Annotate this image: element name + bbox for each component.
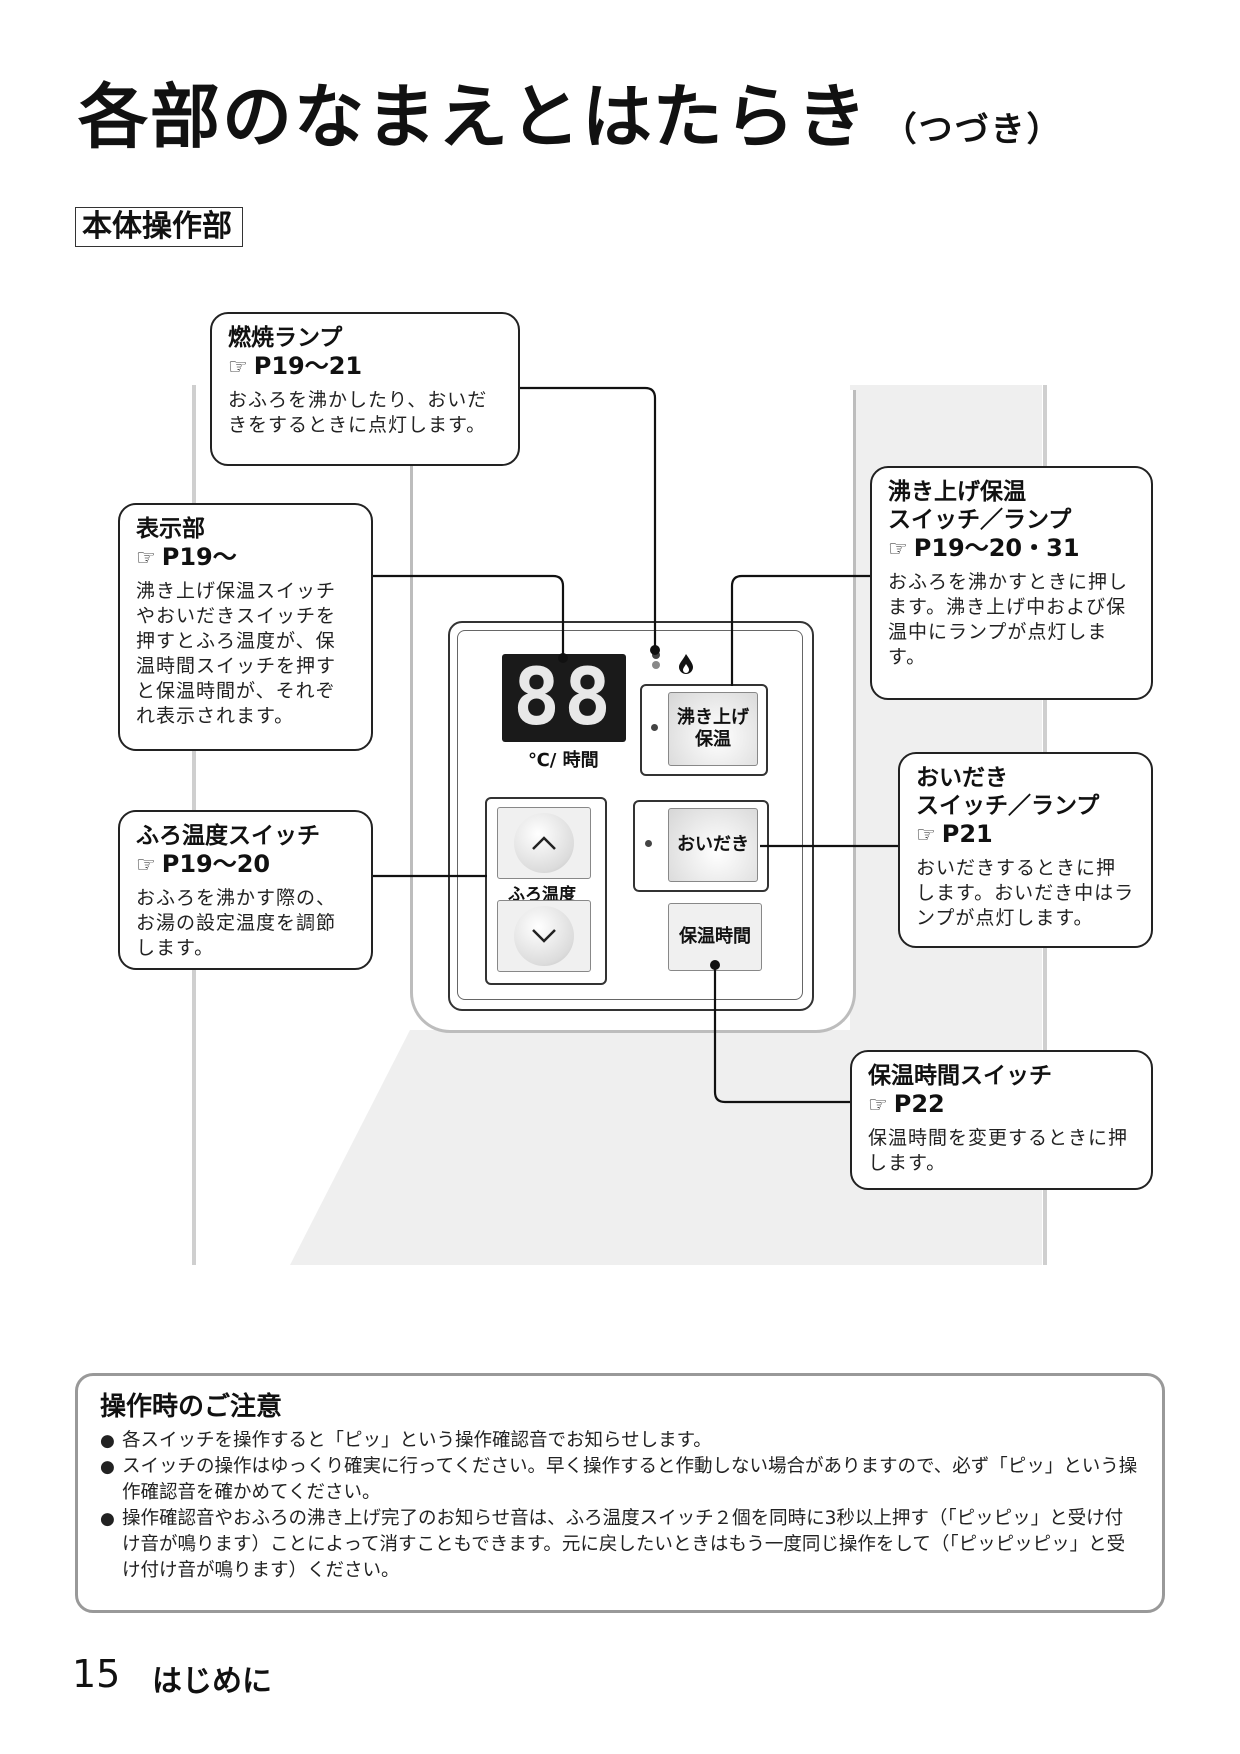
chevron-up-icon [514, 813, 574, 873]
oidaki-label: おいだき [677, 834, 749, 855]
page-reference-text: P19～21 [253, 352, 363, 380]
callout-title: おいだき スイッチ／ランプ [916, 765, 1100, 819]
page-reference-text: P19～20・31 [913, 534, 1080, 562]
callout-furo-temp: ふろ温度スイッチ ☞P19～20 おふろを沸かす際の、お湯の設定温度を調節します… [118, 810, 373, 970]
page-reference-text: P21 [941, 820, 993, 848]
callout-keep-time: 保温時間スイッチ ☞P22 保温時間を変更するときに押します。 [850, 1050, 1153, 1190]
section-label: 本体操作部 [75, 207, 243, 247]
boil-keep-button[interactable]: 沸き上げ 保温 [668, 692, 758, 766]
pointing-hand-icon: ☞ [916, 823, 936, 848]
note-item: 操作確認音やおふろの沸き上げ完了のお知らせ音は、ふろ温度スイッチ２個を同時に3秒… [100, 1506, 1140, 1584]
pointing-hand-icon: ☞ [888, 537, 908, 562]
page-reference-text: P22 [893, 1090, 945, 1118]
page-reference: ☞P19～21 [228, 352, 502, 382]
page-reference: ☞P19～20・31 [888, 534, 1135, 564]
notes-title: 操作時のご注意 [100, 1392, 283, 1422]
note-item: スイッチの操作はゆっくり確実に行ってください。早く操作すると作動しない場合があり… [100, 1454, 1140, 1506]
page-reference-text: P19～20 [161, 850, 271, 878]
burn-lamp [652, 651, 660, 659]
pointing-hand-icon: ☞ [136, 853, 156, 878]
boil-keep-label-2: 保温 [695, 729, 731, 750]
page-title: 各部のなまえとはたらき（つづき） [78, 82, 1063, 152]
callout-description: おふろを沸かしたり、おいだきをするときに点灯します。 [228, 389, 488, 436]
pointing-hand-icon: ☞ [136, 546, 156, 571]
callout-description: おふろを沸かす際の、お湯の設定温度を調節します。 [136, 887, 337, 959]
page-reference: ☞P19～ [136, 543, 355, 573]
boil-keep-label-1: 沸き上げ [677, 707, 749, 728]
boil-keep-lamp [651, 724, 658, 731]
keep-time-button[interactable]: 保温時間 [668, 903, 762, 971]
callout-display: 表示部 ☞P19～ 沸き上げ保温スイッチやおいだきスイッチを押すとふろ温度が、保… [118, 503, 373, 751]
callout-description: おふろを沸かすときに押します。沸き上げ中および保温中にランプが点灯します。 [888, 571, 1129, 668]
pointing-hand-icon: ☞ [228, 355, 248, 380]
callout-title: 燃焼ランプ [228, 325, 343, 351]
callout-title: 保温時間スイッチ [868, 1063, 1052, 1089]
page-number: 15 [72, 1652, 121, 1696]
caution-notes: 操作時のご注意 各スイッチを操作すると「ピッ」という操作確認音でお知らせします。… [75, 1373, 1165, 1613]
chapter-name: はじめに [152, 1664, 272, 1699]
callout-description: 沸き上げ保温スイッチやおいだきスイッチを押すとふろ温度が、保温時間スイッチを押す… [136, 580, 337, 727]
oidaki-lamp [645, 840, 652, 847]
temperature-display: 88 [502, 653, 626, 743]
page-reference: ☞P21 [916, 820, 1135, 850]
callout-title: 沸き上げ保温 スイッチ／ランプ [888, 479, 1072, 533]
title-suffix: （つづき） [882, 110, 1063, 150]
callout-title: ふろ温度スイッチ [136, 823, 320, 849]
display-unit-label: ℃/ 時間 [528, 750, 599, 771]
page-reference: ☞P19～20 [136, 850, 355, 880]
keep-time-label: 保温時間 [679, 926, 751, 947]
furo-temp-down-button[interactable] [497, 900, 591, 972]
callout-burn-lamp: 燃焼ランプ ☞P19～21 おふろを沸かしたり、おいだきをするときに点灯します。 [210, 312, 520, 466]
callout-description: 保温時間を変更するときに押します。 [868, 1127, 1129, 1174]
callout-description: おいだきするときに押します。おいだき中はランプが点灯します。 [916, 857, 1135, 929]
burn-lamp-2 [652, 661, 660, 669]
title-main: 各部のなまえとはたらき [78, 76, 869, 158]
flame-icon [678, 653, 694, 680]
page-reference-text: P19～ [161, 543, 237, 571]
note-item: 各スイッチを操作すると「ピッ」という操作確認音でお知らせします。 [100, 1428, 1140, 1454]
notes-list: 各スイッチを操作すると「ピッ」という操作確認音でお知らせします。 スイッチの操作… [100, 1428, 1140, 1584]
callout-boil-keep: 沸き上げ保温 スイッチ／ランプ ☞P19～20・31 おふろを沸かすときに押しま… [870, 466, 1153, 700]
callout-oidaki: おいだき スイッチ／ランプ ☞P21 おいだきするときに押します。おいだき中はラ… [898, 752, 1153, 948]
furo-temp-up-button[interactable] [497, 807, 591, 879]
pointing-hand-icon: ☞ [868, 1093, 888, 1118]
page-reference: ☞P22 [868, 1090, 1135, 1120]
callout-title: 表示部 [136, 516, 205, 542]
oidaki-button[interactable]: おいだき [668, 808, 758, 882]
chevron-down-icon [514, 906, 574, 966]
